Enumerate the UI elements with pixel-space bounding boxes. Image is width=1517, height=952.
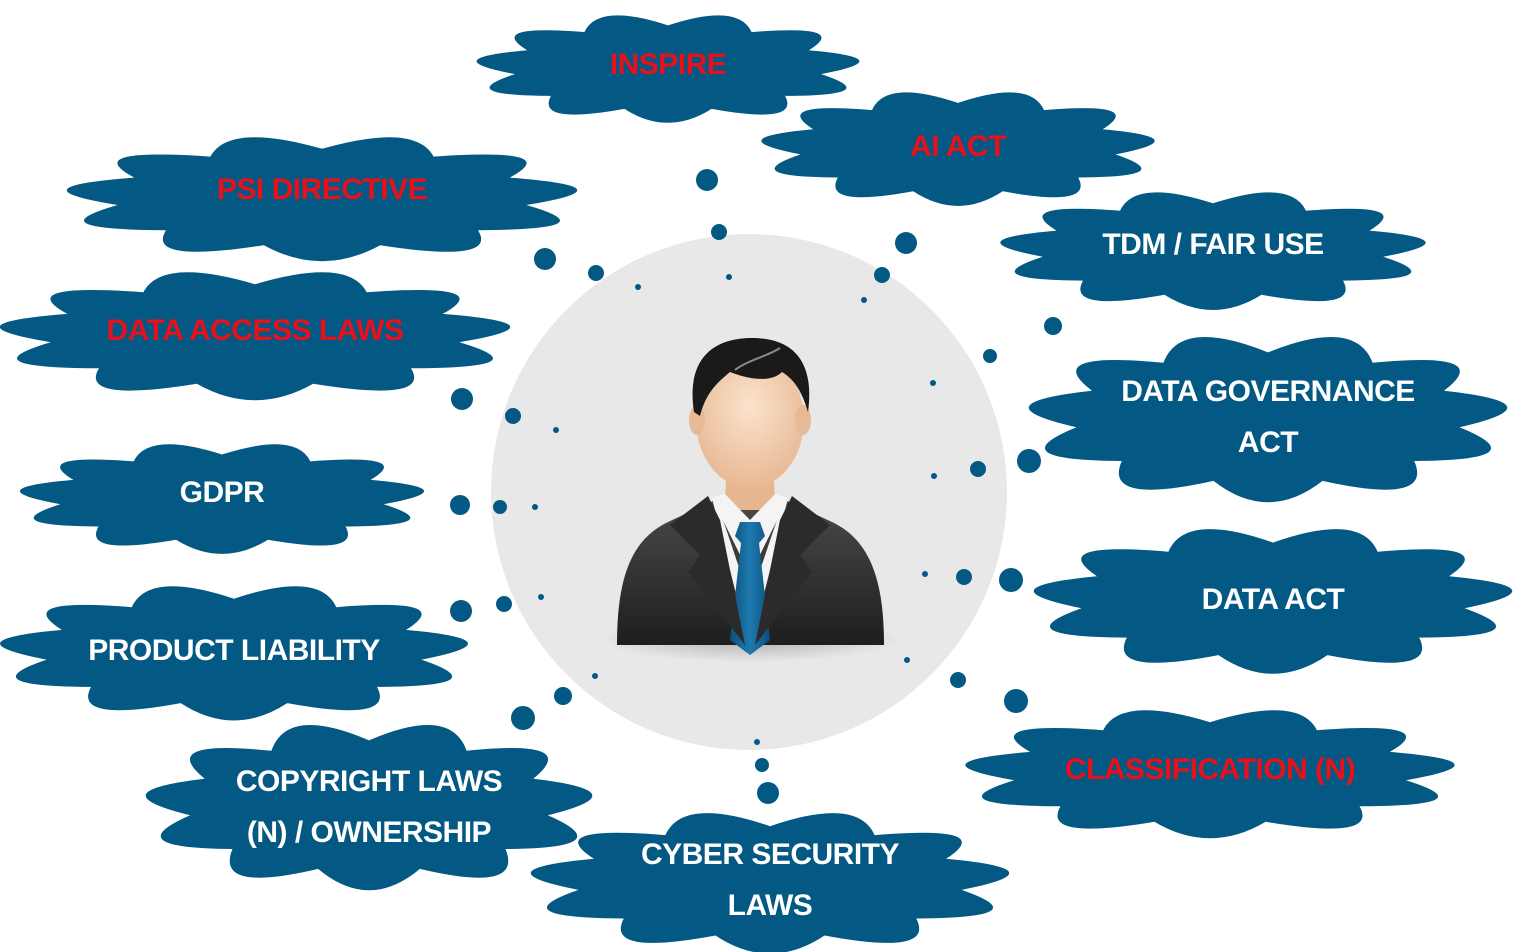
- connector-dot: [895, 232, 917, 254]
- connector-dot: [904, 657, 910, 663]
- cloud-ai-act: AI ACT: [761, 92, 1155, 206]
- connector-dot: [505, 408, 521, 424]
- connector-dot: [451, 388, 473, 410]
- cloud-shape: [145, 725, 593, 891]
- connector-dot: [950, 672, 966, 688]
- cloud-shape: [1000, 192, 1426, 310]
- connector-dot: [493, 500, 507, 514]
- connector-dot: [755, 758, 769, 772]
- cloud-label: CYBER SECURITY: [641, 838, 900, 871]
- connector-dot: [554, 687, 572, 705]
- cloud-shape: [0, 586, 468, 721]
- cloud-shape: [530, 813, 1010, 952]
- cloud-label: DATA GOVERNANCE: [1121, 375, 1415, 408]
- connector-dot: [999, 568, 1023, 592]
- connector-dots: [450, 169, 1062, 804]
- cloud-label: ACT: [1238, 426, 1298, 459]
- connector-dot: [532, 504, 538, 510]
- cloud-shape: [0, 272, 510, 401]
- cloud-label: (N) / OWNERSHIP: [247, 816, 491, 849]
- connector-dot: [511, 706, 535, 730]
- cloud-label: AI ACT: [910, 130, 1006, 163]
- connector-dot: [1017, 449, 1041, 473]
- cloud-data-act: DATA ACT: [1033, 529, 1513, 674]
- connector-dot: [450, 495, 470, 515]
- cloud-shape: [761, 92, 1155, 206]
- connector-dot: [534, 248, 556, 270]
- cloud-tdm-fair-use: TDM / FAIR USE: [1000, 192, 1426, 310]
- connector-dot: [635, 284, 641, 290]
- connector-dot: [1004, 689, 1028, 713]
- cloud-inspire: INSPIRE: [476, 15, 860, 123]
- connector-dot: [450, 600, 472, 622]
- cloud-shape: [965, 710, 1455, 839]
- connector-dot: [588, 265, 604, 281]
- connector-dot: [754, 739, 760, 745]
- cloud-label: LAWS: [728, 889, 813, 922]
- cloud-shape: [476, 15, 860, 123]
- cloud-product-liability: PRODUCT LIABILITY: [0, 586, 468, 721]
- cloud-label: PSI DIRECTIVE: [217, 173, 427, 206]
- connector-dot: [874, 267, 890, 283]
- connector-dot: [956, 569, 972, 585]
- cloud-cyber-security-laws: CYBER SECURITY LAWS: [530, 813, 1010, 952]
- connector-dot: [922, 571, 928, 577]
- cloud-shape: [1028, 337, 1508, 503]
- connector-dot: [1044, 317, 1062, 335]
- connector-dot: [861, 297, 867, 303]
- cloud-shape: [66, 137, 578, 262]
- connector-dot: [496, 596, 512, 612]
- connector-dot: [553, 427, 559, 433]
- connector-dot: [930, 380, 936, 386]
- cloud-copyright-laws: COPYRIGHT LAWS (N) / OWNERSHIP: [145, 725, 593, 891]
- businessman-icon: [600, 338, 900, 662]
- connector-dot: [983, 349, 997, 363]
- cloud-shape: [19, 444, 425, 554]
- cloud-label: DATA ACCESS LAWS: [107, 314, 404, 347]
- cloud-data-governance-act: DATA GOVERNANCE ACT: [1028, 337, 1508, 503]
- connector-dot: [931, 473, 937, 479]
- cloud-label: TDM / FAIR USE: [1102, 228, 1323, 261]
- connector-dot: [726, 274, 732, 280]
- cloud-label: CLASSIFICATION (N): [1065, 753, 1355, 786]
- cloud-psi-directive: PSI DIRECTIVE: [66, 137, 578, 262]
- cloud-gdpr: GDPR: [19, 444, 425, 554]
- cloud-label: PRODUCT LIABILITY: [88, 634, 380, 667]
- connector-dot: [538, 594, 544, 600]
- cloud-label: INSPIRE: [610, 48, 727, 81]
- cloud-label: GDPR: [180, 476, 266, 509]
- connector-dot: [592, 673, 598, 679]
- cloud-shape: [1033, 529, 1513, 674]
- cloud-data-access-laws: DATA ACCESS LAWS: [0, 272, 510, 401]
- clouds-layer: INSPIRE AI ACT PSI DIRECTIVE TDM / FAIR USE…: [0, 15, 1513, 952]
- connector-dot: [711, 224, 727, 240]
- cloud-classification: CLASSIFICATION (N): [965, 710, 1455, 839]
- connector-dot: [696, 169, 718, 191]
- connector-dot: [757, 782, 779, 804]
- cloud-label: DATA ACT: [1202, 583, 1345, 616]
- connector-dot: [970, 461, 986, 477]
- cloud-label: COPYRIGHT LAWS: [236, 765, 502, 798]
